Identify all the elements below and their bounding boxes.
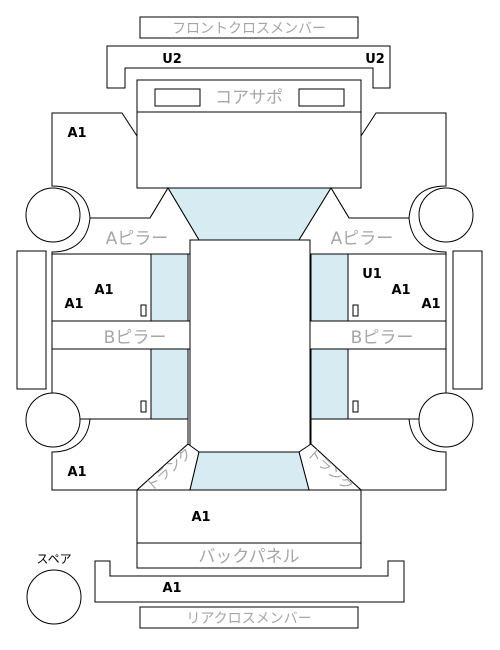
left-b-pillar-label: Bピラー [104, 328, 167, 348]
front-bumper-reinforcement[interactable] [106, 45, 391, 89]
trunk-lid[interactable] [136, 489, 362, 544]
trunk-lid-grade: A1 [191, 510, 210, 525]
front-cross-member-label: フロントクロスメンバー [172, 21, 326, 37]
left-a-pillar[interactable] [51, 187, 200, 255]
right-side-sill[interactable] [452, 250, 483, 390]
right-a-pillar[interactable] [298, 187, 447, 255]
left-b-pillar[interactable] [51, 320, 191, 350]
roof-panel[interactable] [189, 239, 311, 453]
right-front-door-glass[interactable] [310, 253, 349, 322]
left-rear-door-handle [140, 400, 147, 413]
front-left-fender[interactable] [51, 112, 169, 219]
front-right-fender[interactable] [330, 112, 447, 219]
right-front-door-grade-u: U1 [362, 267, 382, 282]
left-front-door-glass[interactable] [150, 253, 189, 322]
rear-member-grade: A1 [162, 581, 181, 596]
left-rear-door-glass[interactable] [150, 348, 189, 420]
left-side-sill[interactable] [16, 250, 47, 390]
spare-tire[interactable] [26, 569, 82, 625]
rear-left-wheel[interactable] [25, 392, 81, 448]
left-front-door-grade-b: A1 [64, 297, 83, 312]
rear-cross-member-box[interactable] [139, 606, 359, 629]
left-front-door-handle [140, 304, 147, 317]
right-b-pillar[interactable] [309, 320, 447, 350]
spare-tire-label: スペア [36, 552, 71, 566]
right-rear-door-glass[interactable] [310, 348, 349, 420]
right-a-pillar-label: Aピラー [331, 229, 394, 249]
back-panel[interactable] [136, 542, 362, 569]
right-b-pillar-label: Bピラー [351, 328, 414, 348]
right-front-door-grade-b: A1 [421, 297, 440, 312]
left-front-door[interactable] [51, 253, 152, 322]
rear-cross-member-label: リアクロスメンバー [186, 611, 311, 627]
left-a-pillar-label: Aピラー [106, 229, 169, 249]
right-front-door-grade-a: A1 [391, 283, 410, 298]
left-front-door-grade-a: A1 [94, 283, 113, 298]
rear-right-wheel[interactable] [418, 392, 474, 448]
rear-bumper-reinforcement[interactable] [94, 560, 405, 603]
right-front-door[interactable] [347, 253, 447, 322]
front-right-wheel[interactable] [418, 187, 474, 243]
front-bumper-right-grade: U2 [365, 52, 385, 67]
front-bumper-left-grade: U2 [162, 52, 182, 67]
right-rear-door-handle [352, 400, 359, 413]
core-support-label: コアサポ [215, 88, 283, 108]
front-left-fender-grade: A1 [67, 126, 86, 141]
left-headlight-mount [154, 88, 201, 107]
right-front-door-handle [352, 304, 359, 317]
rear-window[interactable] [189, 451, 310, 491]
right-headlight-mount [298, 88, 345, 107]
back-panel-label: バックパネル [198, 547, 299, 567]
front-cross-member-box[interactable] [139, 16, 359, 39]
rear-left-quarter-grade: A1 [67, 465, 86, 480]
front-left-wheel[interactable] [25, 187, 81, 243]
